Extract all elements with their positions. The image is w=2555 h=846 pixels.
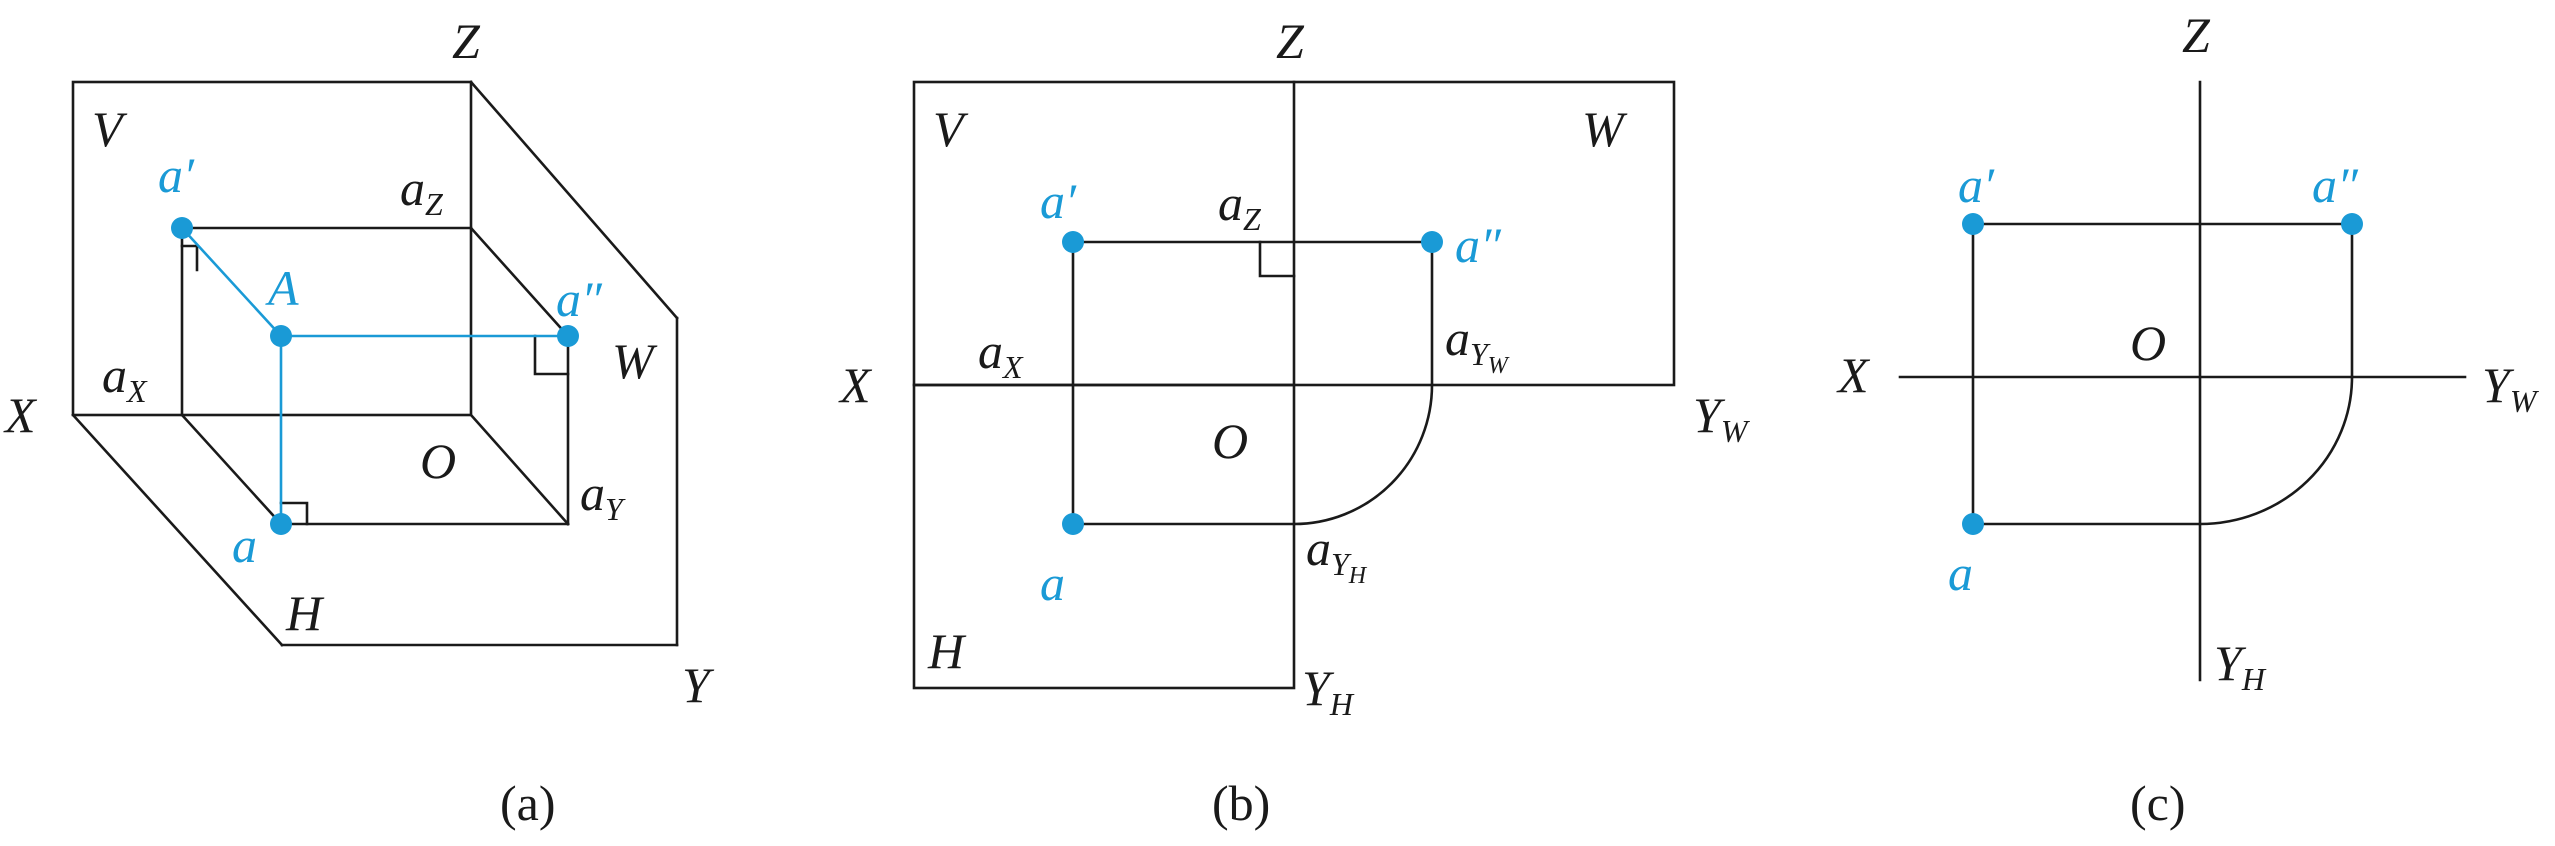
fig-c-point-side — [2341, 213, 2363, 235]
fig-a-label-front: a′ — [158, 147, 195, 203]
fig-a-plane-v: V — [92, 101, 128, 157]
fig-a-label-side: a″ — [556, 271, 603, 327]
fig-b-plane-h: H — [927, 623, 967, 679]
fig-b-label-front: a′ — [1040, 173, 1077, 229]
fig-a-plane-h: H — [285, 585, 325, 641]
fig-a-label-ay: aY — [580, 465, 626, 527]
fig-a-origin: O — [420, 433, 456, 489]
fig-c-label-top: a — [1948, 545, 1973, 601]
fig-c-point-top — [1962, 513, 1984, 535]
fig-b-plane-w: W — [1582, 101, 1628, 157]
fig-a-point-A — [270, 325, 292, 347]
fig-c-axis-yh: YH — [2214, 635, 2267, 697]
fig-a-axis-x: X — [3, 387, 38, 443]
fig-b-label-az: aZ — [1218, 175, 1262, 237]
figure-a: V H W Z X Y O A a′ a″ a aZ aX aY (a) — [3, 13, 715, 831]
fig-c-axis-x: X — [1836, 347, 1871, 403]
fig-b-point-top — [1062, 513, 1084, 535]
fig-a-box-lines — [71, 80, 679, 647]
fig-a-axis-y: Y — [682, 657, 715, 713]
fig-a-caption: (a) — [500, 775, 556, 831]
fig-b-label-ax: aX — [978, 323, 1024, 385]
fig-b-label-side: a″ — [1455, 217, 1502, 273]
fig-b-frame-lines — [912, 80, 1676, 690]
fig-b-point-side — [1421, 231, 1443, 253]
fig-a-axis-z: Z — [452, 13, 481, 69]
fig-b-label-top: a — [1040, 555, 1065, 611]
fig-a-label-az: aZ — [400, 160, 444, 222]
fig-a-label-ax: aX — [102, 347, 148, 409]
fig-c-origin: O — [2130, 315, 2166, 371]
fig-b-label-ayh: aYH — [1306, 520, 1368, 589]
fig-b-plane-v: V — [933, 101, 969, 157]
fig-b-origin: O — [1212, 413, 1248, 469]
fig-b-axis-yh: YH — [1302, 660, 1355, 722]
fig-b-axis-x: X — [838, 357, 873, 413]
fig-c-label-side: a″ — [2312, 157, 2359, 213]
fig-b-axis-z: Z — [1276, 13, 1305, 69]
fig-c-axis-yw: YW — [2482, 357, 2540, 419]
fig-a-projectors — [181, 227, 568, 524]
fig-c-label-front: a′ — [1958, 157, 1995, 213]
fig-a-point-side — [557, 325, 579, 347]
fig-a-plane-w: W — [612, 333, 658, 389]
fig-c-axis-z: Z — [2182, 7, 2211, 63]
figure-b: V W H Z X O YW YH a′ a″ a aZ aX aYW aYH … — [838, 13, 1751, 831]
fig-b-caption: (b) — [1212, 775, 1270, 831]
fig-b-axis-yw: YW — [1693, 387, 1751, 449]
fig-c-lines — [1898, 80, 2467, 682]
fig-c-caption: (c) — [2130, 775, 2186, 831]
fig-c-point-front — [1962, 213, 1984, 235]
fig-a-point-front — [171, 217, 193, 239]
fig-b-label-ayw: aYW — [1445, 310, 1510, 379]
fig-a-point-top — [270, 513, 292, 535]
fig-a-label-A: A — [265, 260, 299, 316]
figure-c: Z X O YW YH a′ a″ a (c) — [1836, 7, 2540, 831]
fig-b-point-front — [1062, 231, 1084, 253]
fig-a-label-top: a — [232, 517, 257, 573]
